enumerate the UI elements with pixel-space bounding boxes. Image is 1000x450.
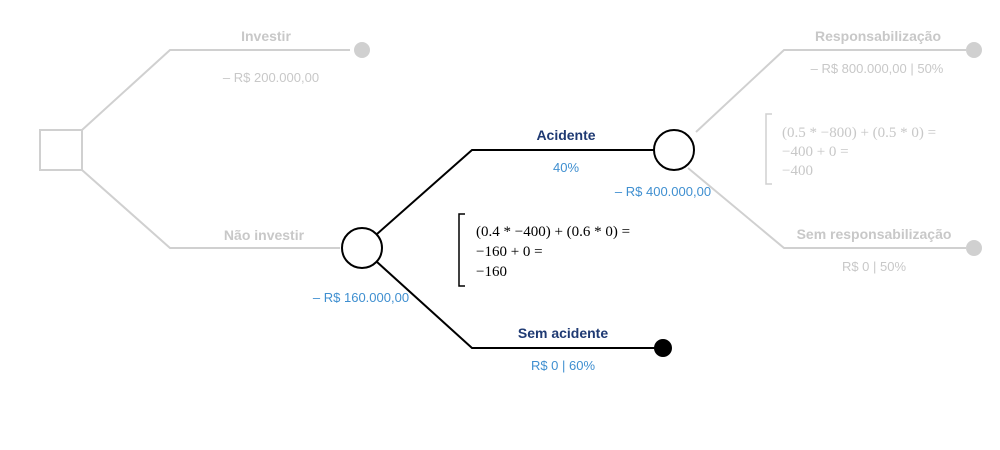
calc-accident-line-3: −400: [782, 163, 813, 179]
chance-node-accident: [653, 129, 695, 171]
edge-sem-responsabilizacao: [687, 167, 966, 249]
responsabilizacao-title: Responsabilização: [815, 28, 941, 44]
sem-responsabilizacao-title: Sem responsabilização: [797, 226, 952, 242]
terminal-node-investir: [354, 42, 370, 58]
sem-acidente-value: R$ 0 | 60%: [531, 358, 596, 373]
chance-accident-value: – R$ 400.000,00: [615, 184, 711, 199]
chance-main-value: – R$ 160.000,00: [313, 290, 409, 305]
sem-acidente-title: Sem acidente: [518, 325, 608, 341]
calc-main-line-1: (0.4 * −400) + (0.6 * 0) =: [476, 224, 630, 240]
acidente-title: Acidente: [536, 127, 595, 143]
calc-accident-line-2: −400 + 0 =: [782, 144, 849, 160]
terminal-node-sem-responsabilizacao: [966, 240, 982, 256]
edge-acidente: [376, 149, 654, 235]
bracket-main: [458, 213, 465, 287]
sem-responsabilizacao-value: R$ 0 | 50%: [842, 259, 907, 274]
investir-value: – R$ 200.000,00: [223, 70, 319, 85]
edge-investir: [81, 49, 350, 131]
responsabilizacao-value: – R$ 800.000,00 | 50%: [811, 61, 944, 76]
terminal-node-responsabilizacao: [966, 42, 982, 58]
edge-sem-acidente: [376, 261, 662, 349]
decision-node: [39, 129, 83, 171]
terminal-node-sem-acidente: [654, 339, 672, 357]
acidente-probability: 40%: [553, 160, 579, 175]
calc-main-line-2: −160 + 0 =: [476, 244, 543, 260]
bracket-accident: [765, 113, 772, 185]
faded-edges: [81, 49, 966, 249]
active-edges: [376, 149, 662, 349]
chance-node-main: [341, 227, 383, 269]
investir-title: Investir: [241, 28, 291, 44]
calc-main-line-3: −160: [476, 264, 507, 280]
calc-accident-line-1: (0.5 * −800) + (0.5 * 0) =: [782, 125, 936, 141]
nao-investir-title: Não investir: [224, 227, 305, 243]
edge-responsabilizacao: [695, 49, 966, 133]
edge-nao-investir: [81, 169, 340, 249]
